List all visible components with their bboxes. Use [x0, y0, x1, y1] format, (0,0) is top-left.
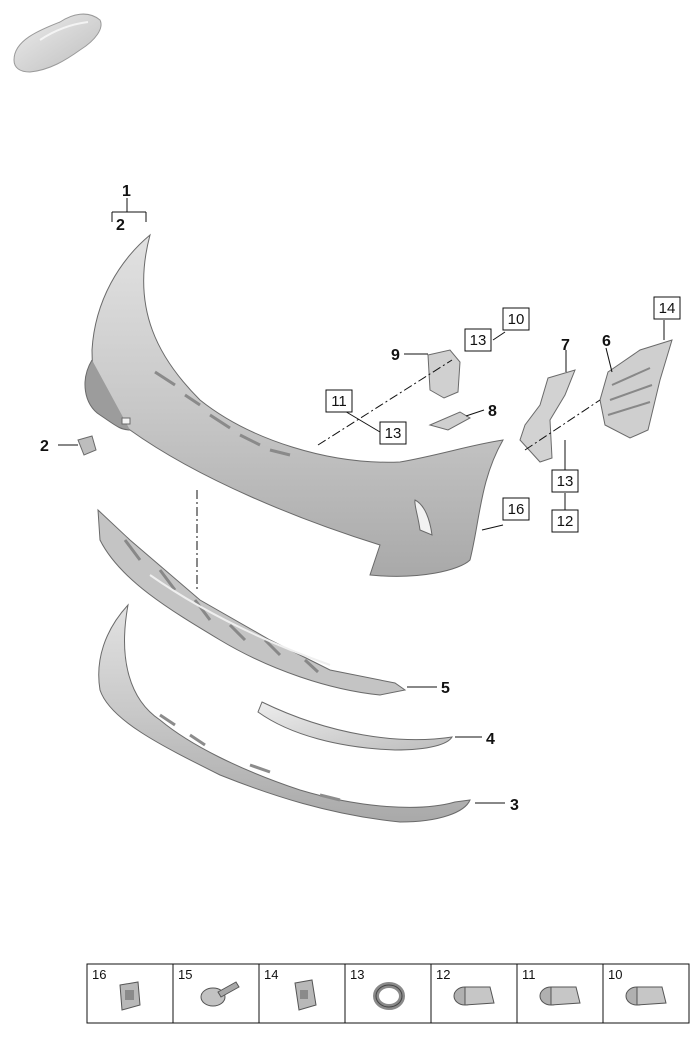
svg-text:11: 11 — [522, 967, 536, 982]
callout-2-side: 2 — [40, 438, 49, 455]
vertical-brace-part[interactable] — [519, 369, 576, 463]
callout-3: 3 — [510, 797, 519, 814]
sensor-holder-part[interactable] — [427, 349, 461, 399]
svg-text:15: 15 — [178, 967, 192, 982]
ring-seal-icon — [373, 982, 405, 1010]
sensor-icon — [625, 986, 667, 1006]
boxed-callout-14: 14 — [653, 296, 681, 320]
cap-part[interactable] — [77, 435, 97, 456]
svg-text:13: 13 — [470, 332, 487, 349]
thumb-10[interactable]: 10 — [608, 967, 667, 1006]
sensor-icon — [539, 986, 581, 1006]
grille-frame-part[interactable] — [97, 508, 407, 696]
svg-text:12: 12 — [557, 513, 574, 530]
svg-text:13: 13 — [557, 473, 574, 490]
trim-strip-part[interactable] — [257, 701, 453, 751]
callout-1: 1 — [122, 183, 131, 200]
svg-text:16: 16 — [508, 501, 525, 518]
thumb-11[interactable]: 11 — [522, 967, 581, 1006]
boxed-callout-16: 16 — [502, 497, 530, 521]
callout-5: 5 — [441, 680, 450, 697]
boxed-callout-13-c: 13 — [551, 469, 579, 493]
callout-4: 4 — [486, 731, 495, 748]
small-bracket-part[interactable] — [428, 411, 472, 431]
lower-spoiler-part[interactable] — [98, 603, 471, 823]
svg-text:13: 13 — [385, 425, 402, 442]
svg-text:14: 14 — [659, 300, 676, 317]
boxed-callout-12: 12 — [551, 509, 579, 533]
clip-nut-icon — [119, 981, 141, 1011]
boxed-callout-13-a: 13 — [464, 328, 492, 352]
svg-text:16: 16 — [92, 967, 106, 982]
callout-2-top: 2 — [116, 217, 125, 234]
callout-8: 8 — [488, 403, 497, 420]
svg-text:11: 11 — [331, 393, 347, 410]
thumbnail-strip: 16 15 14 13 — [86, 963, 690, 1024]
boxed-callout-10: 10 — [502, 307, 530, 331]
thumb-13[interactable]: 13 — [350, 967, 405, 1010]
bumper-cover-part[interactable] — [84, 233, 504, 577]
thumb-16[interactable]: 16 — [92, 967, 141, 1011]
callout-7: 7 — [561, 337, 570, 354]
callout-6: 6 — [602, 333, 611, 350]
svg-text:14: 14 — [264, 967, 278, 982]
svg-text:10: 10 — [508, 311, 525, 328]
assembly-lines — [196, 359, 601, 590]
svg-text:13: 13 — [350, 967, 364, 982]
leader-lines — [58, 198, 665, 804]
vehicle-thumbnail-icon — [13, 13, 102, 73]
clip-icon — [294, 979, 317, 1011]
svg-text:10: 10 — [608, 967, 622, 982]
screw-icon — [200, 981, 240, 1007]
air-guide-bracket-part[interactable] — [599, 339, 673, 439]
thumb-14[interactable]: 14 — [264, 967, 317, 1011]
thumb-15[interactable]: 15 — [178, 967, 240, 1007]
boxed-callout-13-b: 13 — [379, 421, 407, 445]
callout-9: 9 — [391, 347, 400, 364]
thumb-12[interactable]: 12 — [436, 967, 495, 1006]
svg-text:12: 12 — [436, 967, 450, 982]
boxed-callout-11: 11 — [325, 389, 353, 413]
sensor-icon — [453, 986, 495, 1006]
